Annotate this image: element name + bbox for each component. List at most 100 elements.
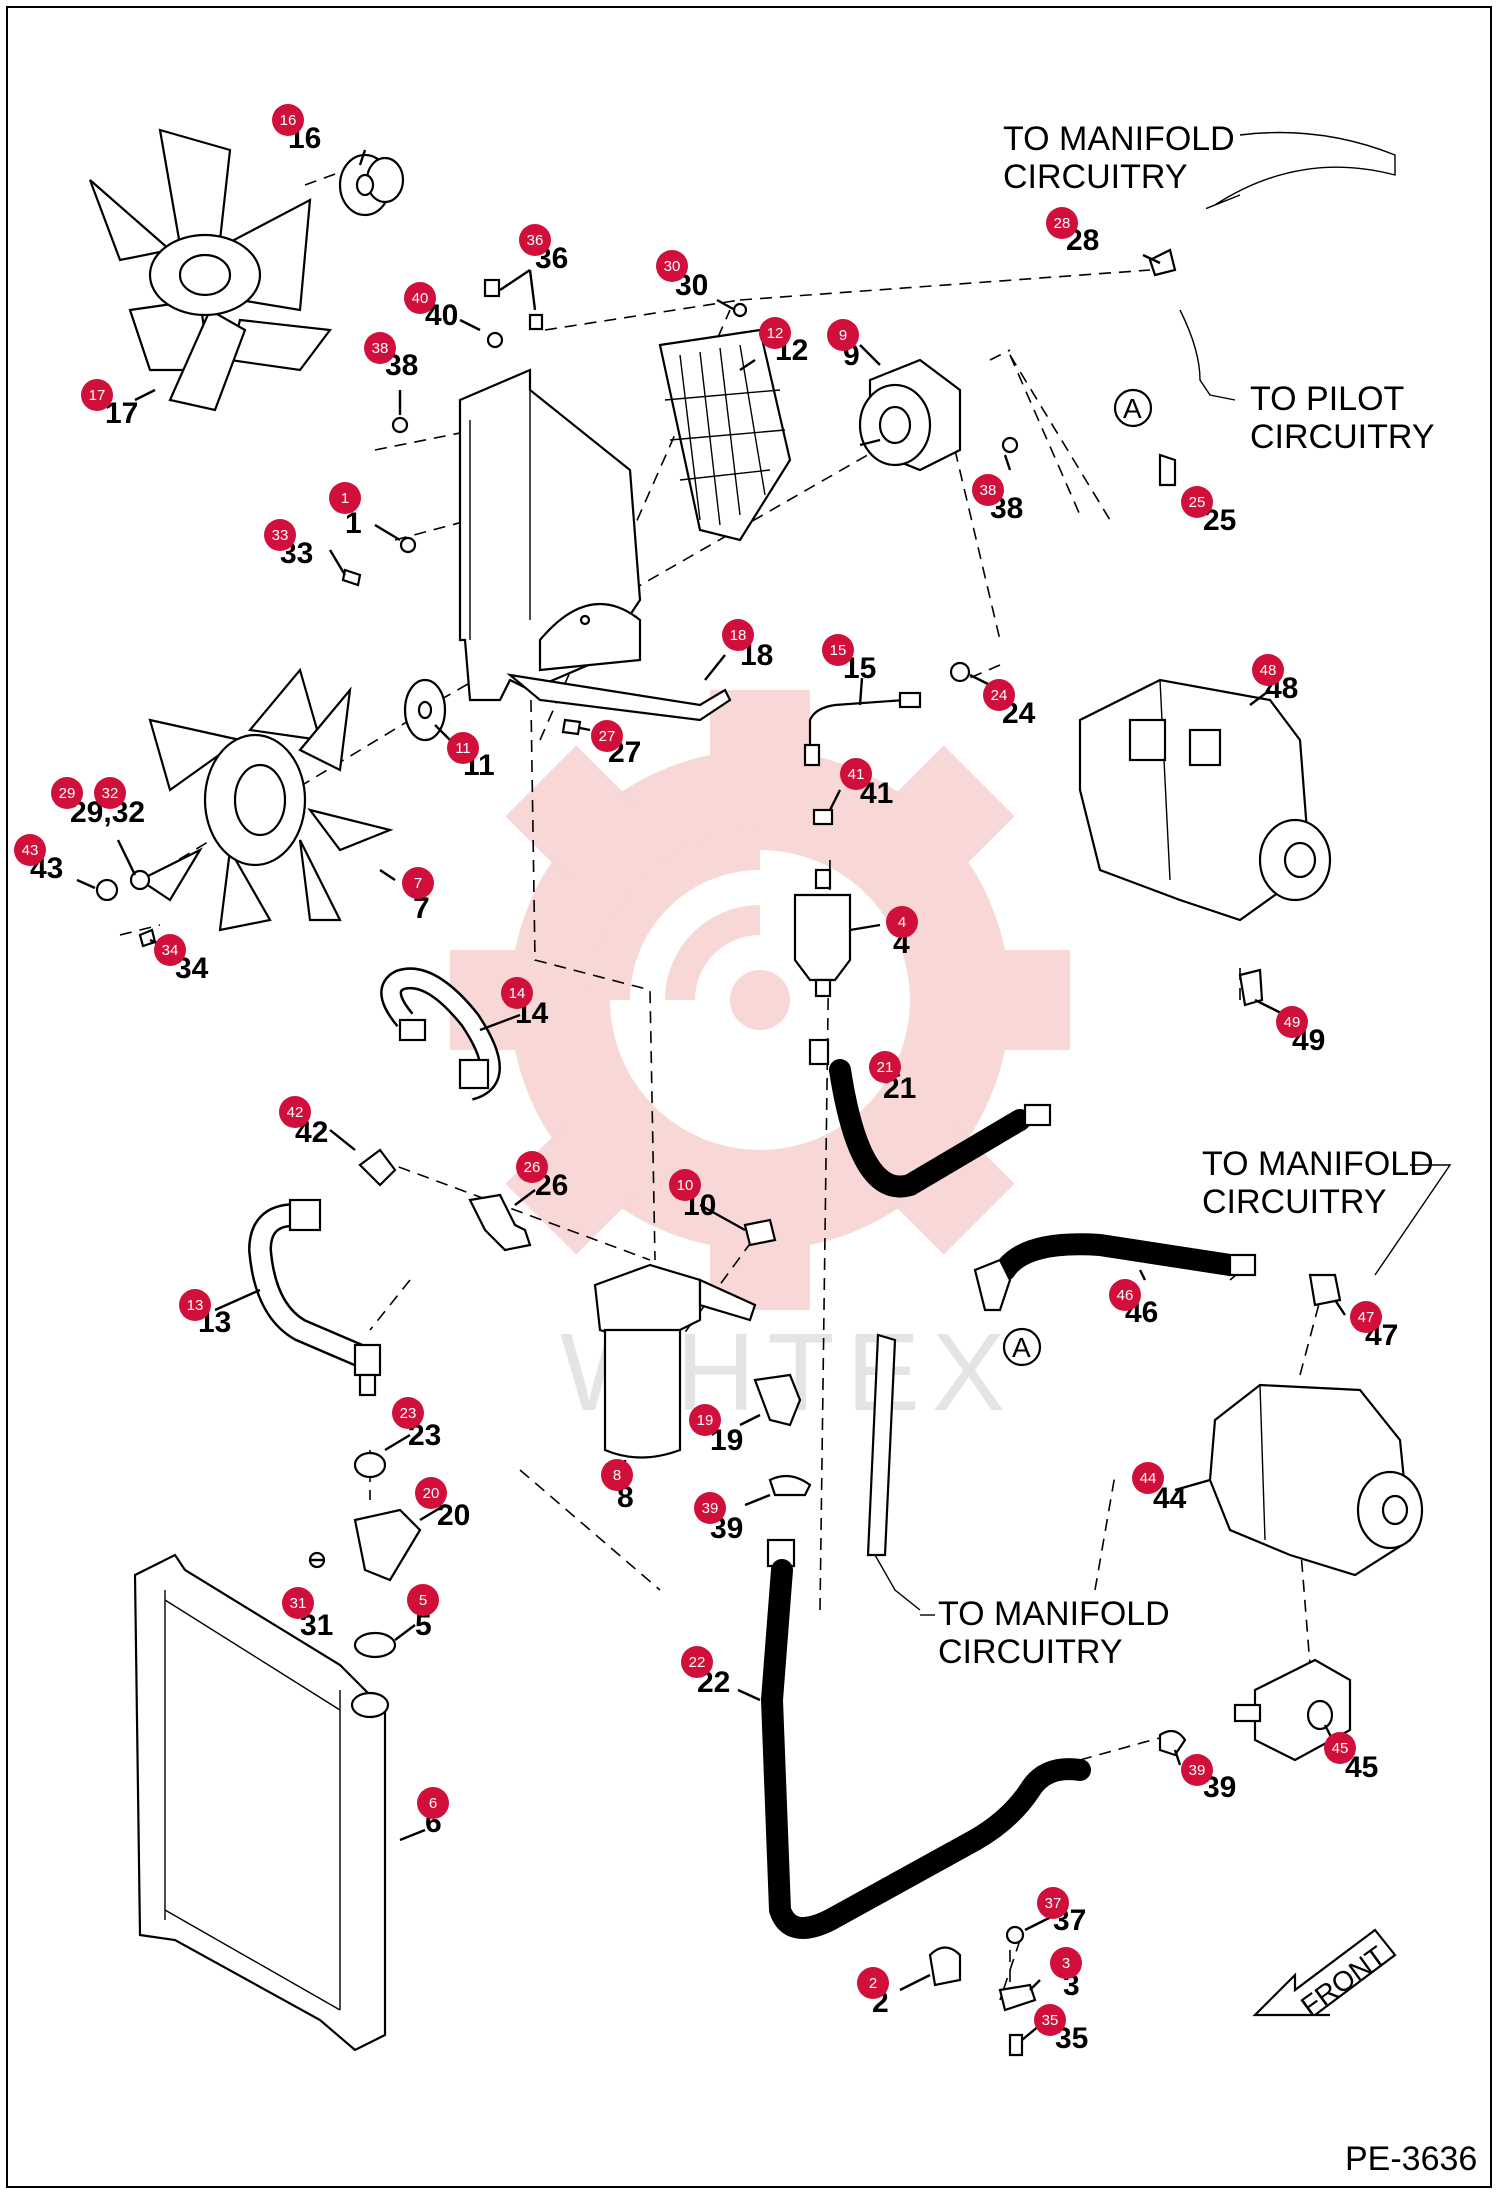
part-badge-circle-p6[interactable] — [417, 1787, 449, 1819]
part-badge-circle-p40[interactable] — [404, 282, 436, 314]
callout-texts: TO MANIFOLD CIRCUITRY TO PILOT CIRCUITRY… — [938, 120, 1477, 2178]
part-badge-circle-p35[interactable] — [1034, 2004, 1066, 2036]
fitting-49 — [1238, 968, 1264, 1007]
part-badge-circle-p32[interactable] — [94, 777, 126, 809]
part-badge-circle-p1[interactable] — [329, 482, 361, 514]
part-callout-p7: 77 — [402, 867, 434, 925]
part-badge-circle-p46[interactable] — [1109, 1279, 1141, 1311]
bolt-36a — [483, 278, 501, 298]
part-badge-circle-p10[interactable] — [669, 1169, 701, 1201]
bracket-20 — [353, 1508, 422, 1582]
part-badge-circle-p20[interactable] — [415, 1477, 447, 1509]
part-badge-circle-p38b[interactable] — [972, 474, 1004, 506]
part-badge-circle-p12[interactable] — [759, 317, 791, 349]
part-badge-number-p25: 25 — [1189, 494, 1206, 511]
part-badge-circle-p36[interactable] — [519, 224, 551, 256]
part-badge-circle-p4[interactable] — [886, 906, 918, 938]
part-badge-circle-p8[interactable] — [601, 1459, 633, 1491]
part-badge-number-p30: 30 — [664, 258, 681, 275]
svg-text:A: A — [1123, 393, 1142, 424]
part-badge-circle-p49[interactable] — [1276, 1006, 1308, 1038]
part-badge-number-p19: 19 — [697, 1412, 714, 1429]
part-badge-circle-p19[interactable] — [689, 1404, 721, 1436]
callout-to-manifold-right-line1: TO MANIFOLD — [1202, 1145, 1434, 1183]
part-badge-circle-p21[interactable] — [869, 1051, 901, 1083]
part-badge-circle-p11[interactable] — [447, 732, 479, 764]
part-badge-circle-p27[interactable] — [591, 720, 623, 752]
bolt-2 — [928, 1946, 962, 1987]
inline-filter-4 — [793, 868, 852, 998]
part-badge-circle-p22[interactable] — [681, 1646, 713, 1678]
part-badge-circle-p41[interactable] — [840, 758, 872, 790]
part-badge-circle-p15[interactable] — [822, 634, 854, 666]
part-badge-circle-p33[interactable] — [264, 519, 296, 551]
part-badge-circle-p25[interactable] — [1181, 486, 1213, 518]
part-badge-number-p1: 1 — [341, 490, 349, 507]
part-badge-circle-p38a[interactable] — [364, 332, 396, 364]
part-badge-number-p15: 15 — [830, 642, 847, 659]
part-badge-circle-p39b[interactable] — [1181, 1754, 1213, 1786]
part-badge-number-p32: 32 — [102, 785, 119, 802]
part-badge-circle-p23[interactable] — [392, 1397, 424, 1429]
part-badge-circle-p13[interactable] — [179, 1289, 211, 1321]
part-badge-circle-p9[interactable] — [827, 319, 859, 351]
part-badge-number-p49: 49 — [1284, 1014, 1301, 1031]
part-badge-circle-p43[interactable] — [14, 834, 46, 866]
part-badge-circle-p7[interactable] — [402, 867, 434, 899]
part-badge-circle-p16[interactable] — [272, 104, 304, 136]
part-badge-circle-p39a[interactable] — [694, 1492, 726, 1524]
fitting-41 — [812, 808, 834, 826]
callout-to-manifold-top-line1: TO MANIFOLD — [1003, 120, 1235, 158]
nut-30 — [732, 302, 748, 318]
part-badge-number-p9: 9 — [839, 327, 847, 344]
part-badge-number-p23: 23 — [400, 1405, 417, 1422]
part-badge-circle-p17[interactable] — [81, 379, 113, 411]
part-badge-circle-p14[interactable] — [501, 977, 533, 1009]
part-badge-number-p47: 47 — [1358, 1309, 1375, 1326]
part-badge-circle-p44[interactable] — [1132, 1462, 1164, 1494]
part-badge-number-p16: 16 — [280, 112, 297, 129]
o-ring-5 — [353, 1631, 397, 1659]
part-badge-circle-p37[interactable] — [1037, 1887, 1069, 1919]
part-badge-circle-p47[interactable] — [1350, 1301, 1382, 1333]
part-badge-circle-p28[interactable] — [1046, 207, 1078, 239]
part-number-p1: 1 — [345, 507, 362, 540]
hose-22 — [761, 1538, 1091, 1939]
part-badge-number-p26: 26 — [524, 1159, 541, 1176]
part-callout-p36: 3636 — [519, 224, 568, 275]
part-badge-circle-p3[interactable] — [1050, 1947, 1082, 1979]
part-badge-number-p22: 22 — [689, 1654, 706, 1671]
part-badge-circle-p26[interactable] — [516, 1151, 548, 1183]
part-badge-circle-p5[interactable] — [407, 1584, 439, 1616]
part-badge-circle-p30[interactable] — [656, 250, 688, 282]
part-badge-number-p28: 28 — [1054, 215, 1071, 232]
part-badge-number-p41: 41 — [848, 766, 865, 783]
part-badge-circle-p18[interactable] — [722, 619, 754, 651]
part-badge-circle-p45[interactable] — [1324, 1732, 1356, 1764]
part-badge-number-p8: 8 — [613, 1467, 621, 1484]
part-badge-circle-p29-32[interactable] — [51, 777, 83, 809]
part-badge-circle-p42[interactable] — [279, 1096, 311, 1128]
hose-46 — [973, 1233, 1257, 1312]
part-callout-p3: 33 — [1050, 1947, 1082, 2002]
part-badge-circle-p31[interactable] — [282, 1587, 314, 1619]
part-badge-circle-p24[interactable] — [983, 679, 1015, 711]
part-badge-circle-p34[interactable] — [154, 934, 186, 966]
part-badge-circle-p48[interactable] — [1252, 654, 1284, 686]
part-badge-circle-p2[interactable] — [857, 1967, 889, 1999]
part-badge-number-p10: 10 — [677, 1177, 694, 1194]
